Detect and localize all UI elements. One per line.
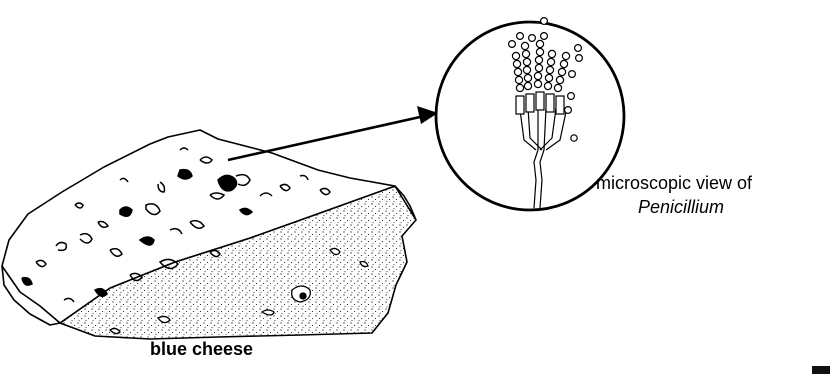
blue-cheese-wedge: [2, 130, 416, 339]
microscopic-view-label: microscopic view of: [596, 172, 752, 194]
blue-cheese-label: blue cheese: [150, 338, 253, 360]
arrow-right-icon: [228, 106, 438, 160]
penicillium-label: Penicillium: [638, 196, 724, 218]
corner-mark: [812, 366, 830, 374]
